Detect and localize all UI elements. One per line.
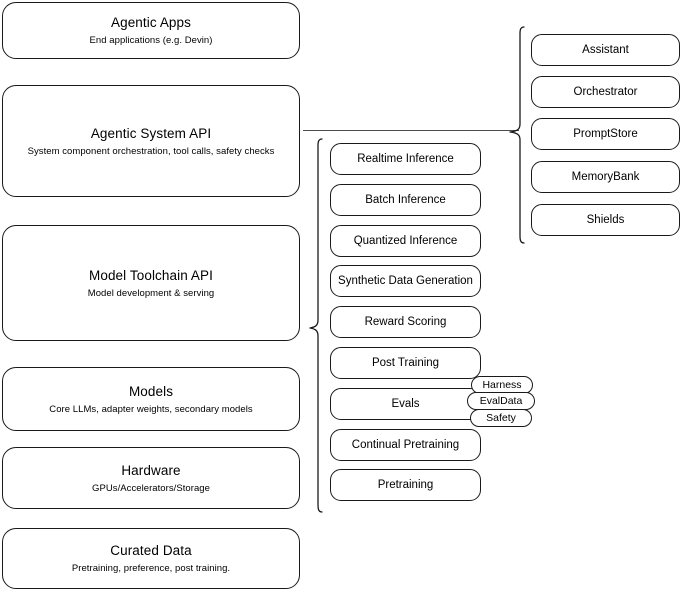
layer-subtitle: End applications (e.g. Devin) — [89, 35, 213, 46]
system-component-orchestrator[interactable]: Orchestrator — [531, 76, 680, 108]
layer-title: Agentic System API — [90, 125, 212, 141]
toolchain-item-label: Continual Pretraining — [351, 439, 460, 451]
toolchain-item-label: Batch Inference — [365, 194, 446, 206]
toolchain-item-batch-inference[interactable]: Batch Inference — [330, 184, 481, 216]
layer-box-agentic-apps[interactable]: Agentic Apps End applications (e.g. Devi… — [2, 2, 300, 59]
layer-box-curated-data[interactable]: Curated Data Pretraining, preference, po… — [2, 528, 300, 589]
layer-title: Model Toolchain API — [89, 267, 213, 283]
layer-subtitle: GPUs/Accelerators/Storage — [92, 482, 210, 494]
system-component-assistant[interactable]: Assistant — [531, 34, 680, 66]
toolchain-item-label: Post Training — [371, 357, 440, 369]
layer-title: Models — [128, 383, 174, 399]
toolchain-item-label: Evals — [391, 398, 420, 410]
brace-model-toolchain — [308, 138, 324, 513]
system-component-shields[interactable]: Shields — [531, 204, 680, 236]
eval-tag-label: Safety — [486, 412, 516, 424]
toolchain-item-realtime-inference[interactable]: Realtime Inference — [330, 143, 481, 175]
eval-tag-label: Harness — [482, 379, 522, 391]
system-component-label: Orchestrator — [573, 86, 638, 98]
brace-agentic-system-components — [508, 26, 526, 244]
toolchain-item-post-training[interactable]: Post Training — [330, 347, 481, 379]
toolchain-item-continual-pretraining[interactable]: Continual Pretraining — [330, 429, 481, 461]
brace-agentic-system-components-icon — [509, 26, 525, 244]
brace-model-toolchain-icon — [309, 138, 323, 513]
system-component-label: Shields — [586, 214, 625, 226]
system-component-label: MemoryBank — [571, 171, 640, 183]
system-component-promptstore[interactable]: PromptStore — [531, 118, 680, 150]
toolchain-item-quantized-inference[interactable]: Quantized Inference — [330, 225, 481, 257]
toolchain-item-synthetic-data-generation[interactable]: Synthetic Data Generation — [330, 265, 481, 297]
system-component-memorybank[interactable]: MemoryBank — [531, 161, 680, 193]
layer-box-models[interactable]: Models Core LLMs, adapter weights, secon… — [2, 367, 300, 431]
layer-subtitle: Core LLMs, adapter weights, secondary mo… — [49, 403, 253, 415]
layer-title: Hardware — [121, 462, 181, 478]
toolchain-item-label: Reward Scoring — [364, 316, 447, 328]
layer-subtitle: System component orchestration, tool cal… — [27, 145, 275, 157]
toolchain-item-evals[interactable]: Evals — [330, 388, 481, 420]
toolchain-item-label: Pretraining — [377, 479, 434, 491]
system-component-label: PromptStore — [573, 128, 638, 140]
eval-tag-label: EvalData — [479, 395, 523, 407]
layer-box-agentic-system-api[interactable]: Agentic System API System component orch… — [2, 85, 300, 197]
layer-title: Agentic Apps — [110, 15, 191, 30]
layer-subtitle: Model development & serving — [87, 287, 215, 299]
eval-tag-evaldata[interactable]: EvalData — [467, 392, 535, 410]
toolchain-item-label: Synthetic Data Generation — [338, 275, 473, 287]
toolchain-item-label: Quantized Inference — [353, 235, 458, 247]
layer-box-hardware[interactable]: Hardware GPUs/Accelerators/Storage — [2, 447, 300, 509]
layer-subtitle: Pretraining, preference, post training. — [71, 563, 231, 574]
toolchain-item-label: Realtime Inference — [357, 153, 454, 165]
toolchain-item-pretraining[interactable]: Pretraining — [330, 469, 481, 501]
layer-title: Curated Data — [110, 543, 192, 558]
layer-box-model-toolchain-api[interactable]: Model Toolchain API Model development & … — [2, 225, 300, 341]
system-component-label: Assistant — [582, 44, 629, 56]
connector-line-system-api-to-components — [303, 130, 519, 132]
toolchain-item-reward-scoring[interactable]: Reward Scoring — [330, 306, 481, 338]
eval-tag-safety[interactable]: Safety — [470, 409, 532, 427]
